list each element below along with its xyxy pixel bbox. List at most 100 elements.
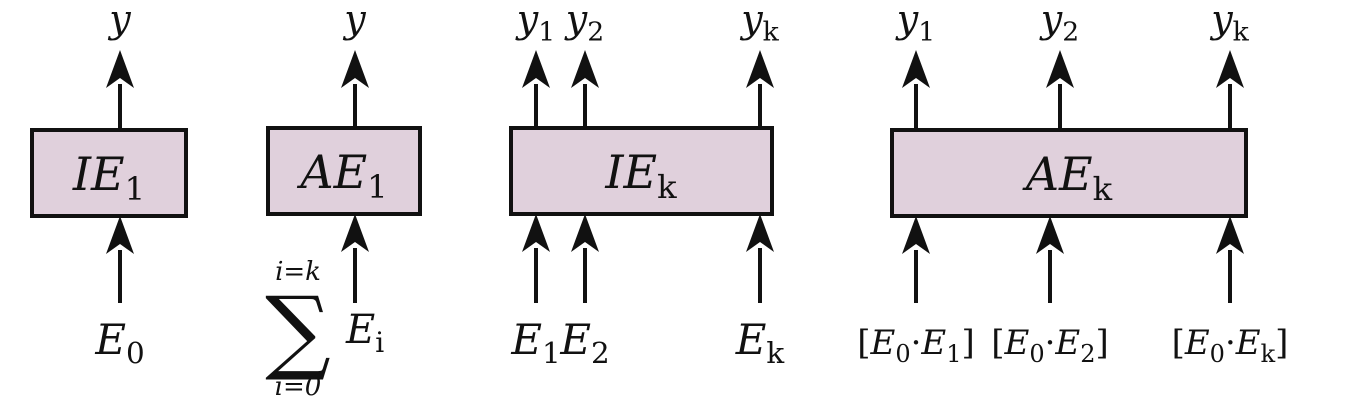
block-iek-output-label-2-main: y: [564, 0, 588, 41]
block-aek-output-arrow-1: [902, 50, 930, 130]
block-ae1: [266, 126, 422, 216]
block-aek-output-arrow-1-head: [902, 50, 930, 88]
block-aek-output-arrow-2-head: [1046, 50, 1074, 88]
block-ae1-input-label-1-term-sub: i: [375, 326, 384, 359]
block-iek-input-arrow-2-head: [571, 214, 599, 252]
block-iek-input-label-2: E2: [559, 315, 609, 370]
block-aek-input-label-3-close-bracket: ]: [1275, 323, 1288, 363]
block-iek-output-arrow-1-head: [522, 50, 550, 88]
block-iek-input-label-1: E1: [510, 315, 560, 370]
block-aek-input-arrow-1: [902, 216, 930, 303]
block-ie1-input-label-1-main: E: [94, 315, 126, 364]
block-ie1-label-main: IE: [72, 147, 125, 201]
block-aek-output-label-1-main: y: [895, 0, 919, 41]
block-iek-output-arrow-2: [571, 50, 599, 128]
block-iek-input-label-1-sub: 1: [542, 336, 561, 370]
block-ae1-input-label-1: i=k∑i=0: [265, 257, 331, 402]
block-ae1-input-label-1-sigma: ∑: [265, 277, 331, 384]
block-iek-output-label-3-main: y: [739, 0, 763, 41]
block-iek-input-arrow-3: [746, 214, 774, 303]
block-ae1-output-arrow-1-head: [341, 50, 369, 88]
block-aek-input-label-1-close-bracket: ]: [962, 323, 975, 363]
block-ae1-box: [266, 126, 422, 216]
block-ie1-label: IE1: [72, 147, 145, 208]
block-ae1-label-sub: 1: [367, 168, 387, 206]
block-aek-output-arrow-3-head: [1216, 50, 1244, 88]
block-iek-input-arrow-3-head: [746, 214, 774, 252]
block-aek-input-label-3-a-sub: 0: [1210, 340, 1225, 368]
block-iek-input-label-1-main: E: [510, 315, 542, 364]
block-aek-input-label-3-dot: ·: [1225, 323, 1236, 363]
block-iek-output-arrow-3-head: [746, 50, 774, 88]
block-aek-input-label-3-open-bracket: [: [1172, 323, 1185, 363]
block-aek-input-label-3-b-sub: k: [1261, 340, 1276, 368]
block-aek-input-label-1-a-sub: 0: [895, 340, 910, 368]
block-ie1-output-label-1: y: [107, 0, 131, 41]
block-ae1-label: AE1: [296, 145, 387, 206]
block-ae1-input-label-1-lower-limit: i=0: [275, 372, 322, 402]
block-iek: [509, 126, 774, 216]
block-aek-output-label-2-sub: 2: [1062, 16, 1079, 47]
block-aek-input-label-2-a-sub: 0: [1029, 340, 1044, 368]
block-aek-input-label-1-dot: ·: [911, 323, 922, 363]
block-iek-output-label-1: y1: [515, 0, 555, 47]
block-aek-input-label-1-b-main: E: [920, 323, 946, 363]
block-ae1-output-label-1-main: y: [342, 0, 366, 41]
block-aek-output-label-2-main: y: [1039, 0, 1063, 41]
block-ie1-input-arrow-1: [106, 216, 134, 303]
block-aek-input-label-2: [E0·E2]: [991, 323, 1109, 368]
block-iek-input-label-3: Ek: [735, 315, 786, 370]
block-iek-output-label-2-sub: 2: [587, 16, 604, 47]
block-aek-input-label-3: [E0·Ek]: [1172, 323, 1289, 368]
block-iek-input-label-3-main: E: [735, 315, 767, 364]
block-aek-input-arrow-3: [1216, 216, 1244, 303]
block-ie1-input-label-1: E0: [94, 315, 144, 370]
block-aek-label-sub: k: [1093, 170, 1113, 208]
block-aek-input-label-2-close-bracket: ]: [1096, 323, 1109, 363]
block-iek-output-label-3: yk: [739, 0, 779, 47]
block-iek-output-arrow-1: [522, 50, 550, 128]
block-aek-input-label-3-a-main: E: [1184, 323, 1210, 363]
block-aek-output-label-2: y2: [1039, 0, 1079, 47]
block-iek-output-label-2: y2: [564, 0, 604, 47]
block-aek-input-arrow-3-head: [1216, 216, 1244, 254]
block-aek-output-label-1-sub: 1: [918, 16, 935, 47]
block-ae1-input-label-1-term-main: E: [345, 307, 375, 353]
block-ie1-output-label-1-main: y: [107, 0, 131, 41]
block-ie1-input-arrow-1-head: [106, 216, 134, 254]
block-iek-input-arrow-2: [571, 214, 599, 303]
block-aek-input-label-1: [E0·E1]: [857, 323, 975, 368]
block-aek-input-label-1-b-sub: 1: [946, 340, 961, 368]
block-aek-input-arrow-2: [1036, 216, 1064, 303]
block-ae1-output-arrow-1: [341, 50, 369, 128]
block-ie1-box: [30, 128, 188, 218]
block-aek-input-arrow-1-head: [902, 216, 930, 254]
block-aek-input-label-1-open-bracket: [: [857, 323, 870, 363]
block-ae1-label-main: AE: [296, 145, 367, 199]
block-aek-label: AEk: [1022, 147, 1113, 208]
block-iek-output-arrow-2-head: [571, 50, 599, 88]
block-aek-output-arrow-3: [1216, 50, 1244, 130]
block-aek-label-main: AE: [1022, 147, 1093, 201]
block-ae1-input-label-1-term: Ei: [345, 307, 384, 359]
block-iek-input-label-2-sub: 2: [591, 336, 610, 370]
block-aek-output-label-3-sub: k: [1233, 16, 1250, 47]
block-iek-input-label-2-main: E: [559, 315, 591, 364]
block-iek-output-label-1-main: y: [515, 0, 539, 41]
block-iek-label: IEk: [604, 145, 677, 206]
block-iek-label-main: IE: [604, 145, 657, 199]
block-aek-output-arrow-2: [1046, 50, 1074, 130]
block-iek-label-sub: k: [657, 168, 677, 206]
block-iek-output-label-1-sub: 1: [538, 16, 555, 47]
block-ie1-output-arrow-1: [106, 50, 134, 130]
block-aek-input-label-2-b-main: E: [1054, 323, 1080, 363]
block-ae1-input-arrow-1-head: [341, 214, 369, 252]
block-iek-output-label-3-sub: k: [763, 16, 780, 47]
block-ae1-input-arrow-1: [341, 214, 369, 303]
block-aek-input-label-2-open-bracket: [: [991, 323, 1004, 363]
block-aek-input-label-3-b-main: E: [1235, 323, 1261, 363]
block-ie1-label-sub: 1: [125, 170, 145, 208]
block-iek-input-arrow-1-head: [522, 214, 550, 252]
block-aek: [890, 128, 1248, 218]
block-aek-output-label-3: yk: [1209, 0, 1249, 47]
